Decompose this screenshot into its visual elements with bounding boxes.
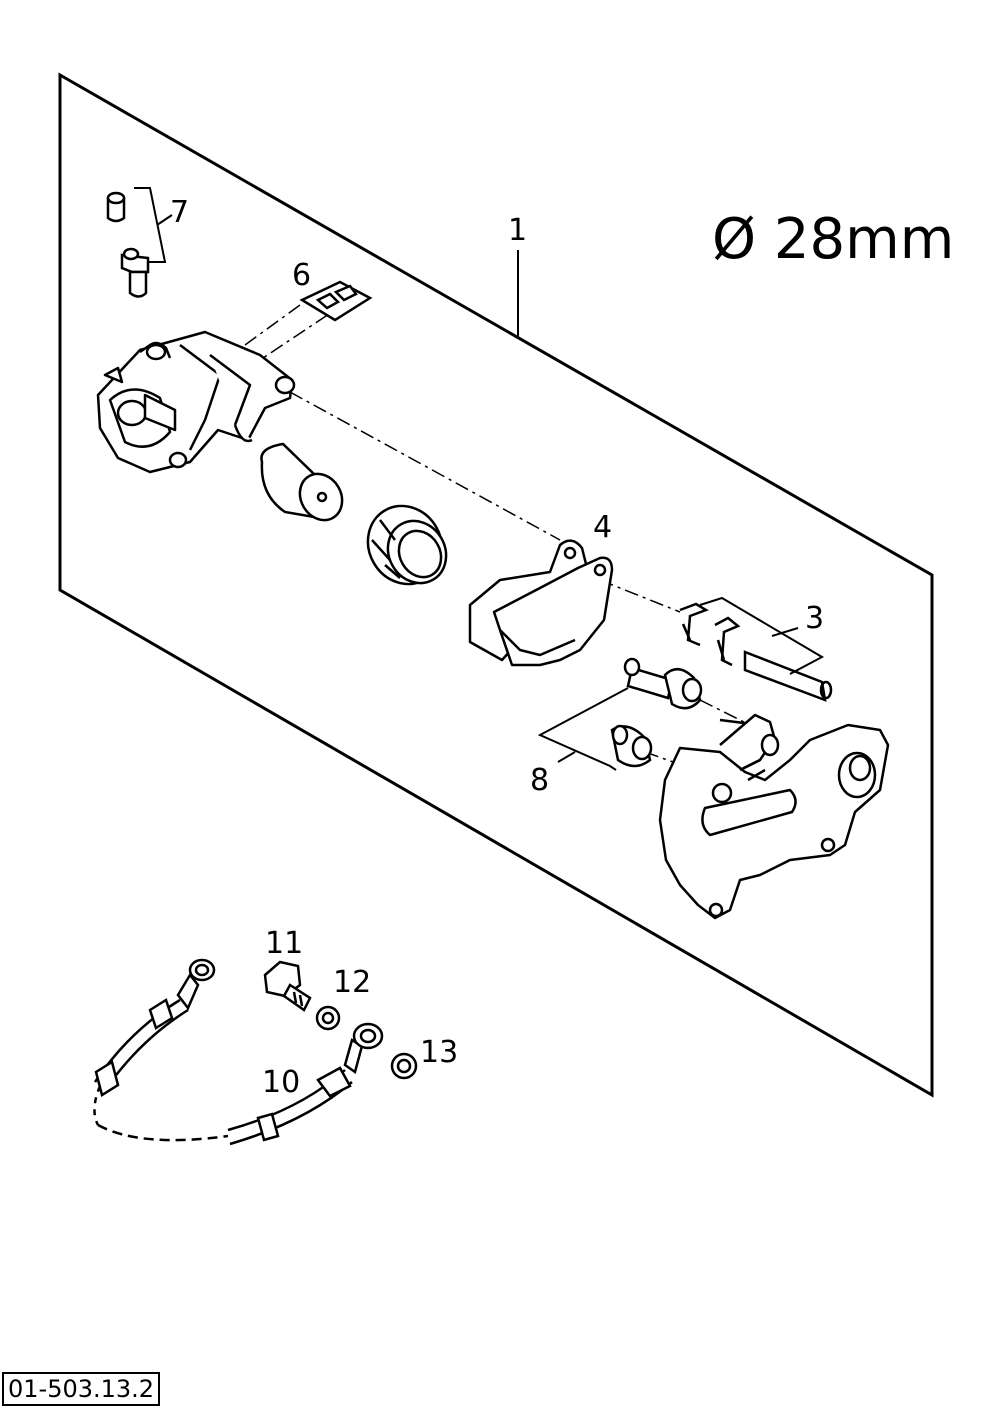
- bracket-3: [699, 596, 825, 675]
- pad-pin-parts: [679, 602, 833, 702]
- caliper-bracket-part: [658, 713, 890, 920]
- callout-1: 1: [508, 213, 527, 248]
- brake-pads-part: [468, 539, 614, 667]
- dust-seal-part: [366, 504, 448, 586]
- caliper-body: [96, 330, 296, 474]
- assembly-frame: [58, 72, 934, 1098]
- callout-8: 8: [530, 763, 549, 798]
- bleeder-screw-parts: [106, 191, 150, 298]
- bracket-8: [537, 687, 629, 771]
- callout-6: 6: [292, 258, 311, 293]
- callout-12: 12: [333, 965, 371, 1000]
- piston-part: [260, 442, 344, 522]
- callout-3: 3: [805, 601, 824, 636]
- drawing-code-label: 01-503.13.2: [2, 1372, 161, 1406]
- bracket-7: [134, 187, 167, 263]
- leader-7: [156, 214, 173, 226]
- callout-11: 11: [265, 926, 303, 961]
- pad-spring-part: [299, 280, 373, 322]
- callout-10: 10: [262, 1065, 300, 1100]
- callout-7: 7: [170, 195, 189, 230]
- callout-13: 13: [420, 1035, 458, 1070]
- leader-8: [557, 751, 576, 763]
- banjo-bolt-part: [263, 960, 312, 1012]
- guide-pin-parts: [610, 657, 703, 768]
- brake-hose-part: [93, 958, 384, 1146]
- sealing-washer-parts: [315, 1005, 418, 1080]
- diameter-label: Ø 28mm: [712, 207, 954, 272]
- callout-4: 4: [593, 510, 612, 545]
- leader-3: [771, 627, 799, 637]
